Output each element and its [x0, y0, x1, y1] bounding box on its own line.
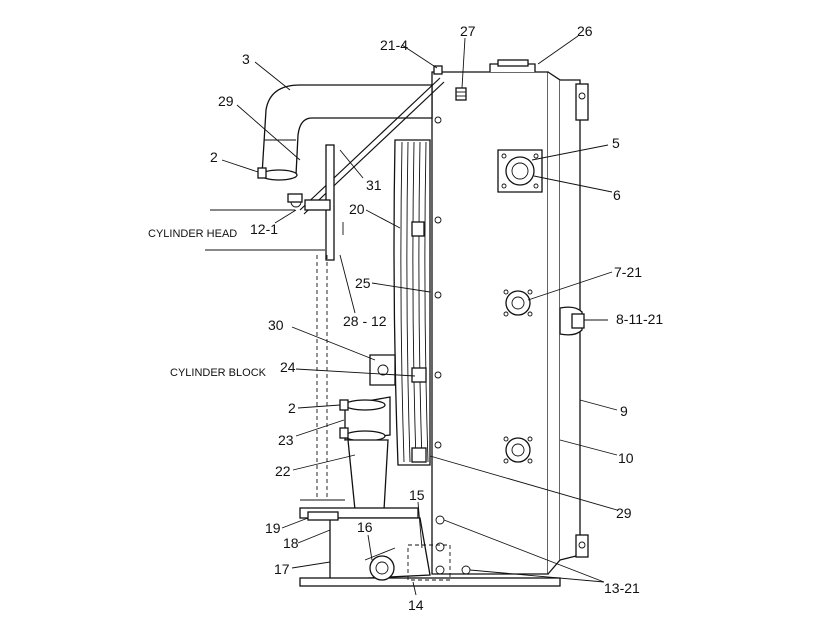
callout-8-11-21: 8-11-21 [616, 311, 663, 327]
callout-19: 19 [265, 520, 281, 536]
lower-port-flange [503, 436, 533, 464]
callout-28-12: 28 - 12 [343, 313, 387, 329]
callout-27: 27 [460, 23, 476, 39]
base-support [299, 507, 561, 587]
engine-outline [205, 209, 345, 501]
middle-port-flange [503, 289, 533, 317]
callout-30: 30 [268, 317, 284, 333]
callout-12-1: 12-1 [250, 221, 278, 237]
callout-16: 16 [357, 519, 373, 535]
callout-14: 14 [408, 597, 424, 613]
callout-22: 22 [275, 463, 291, 479]
callout-29-top: 29 [218, 93, 234, 109]
callout-10: 10 [618, 450, 634, 466]
callout-29-bot: 29 [616, 505, 632, 521]
callout-17: 17 [274, 561, 290, 577]
callout-25: 25 [355, 275, 371, 291]
cylinder-block-label: CYLINDER BLOCK [170, 367, 267, 379]
callout-20: 20 [349, 201, 365, 217]
lower-hose [339, 354, 396, 511]
leader-lines [221, 35, 618, 596]
upper-port-flange [497, 149, 543, 193]
callout-2-mid: 2 [288, 400, 296, 416]
callout-31: 31 [366, 177, 382, 193]
callout-7-21: 7-21 [614, 264, 642, 280]
callout-5: 5 [612, 135, 620, 151]
callout-3: 3 [242, 51, 250, 67]
callout-18: 18 [283, 535, 299, 551]
callout-6: 6 [613, 187, 621, 203]
callout-23: 23 [278, 432, 294, 448]
bracket-rod [287, 77, 445, 261]
upper-hose [257, 84, 433, 181]
callout-24: 24 [280, 359, 296, 375]
cylinder-head-label: CYLINDER HEAD [148, 228, 237, 240]
fan-belts [393, 139, 431, 466]
callout-26: 26 [577, 23, 593, 39]
callout-9: 9 [620, 403, 628, 419]
callout-2-top: 2 [210, 149, 218, 165]
callout-13-21: 13-21 [604, 580, 640, 596]
side-plug [559, 306, 585, 336]
callout-15: 15 [409, 487, 425, 503]
callout-21-4: 21-4 [380, 37, 408, 53]
